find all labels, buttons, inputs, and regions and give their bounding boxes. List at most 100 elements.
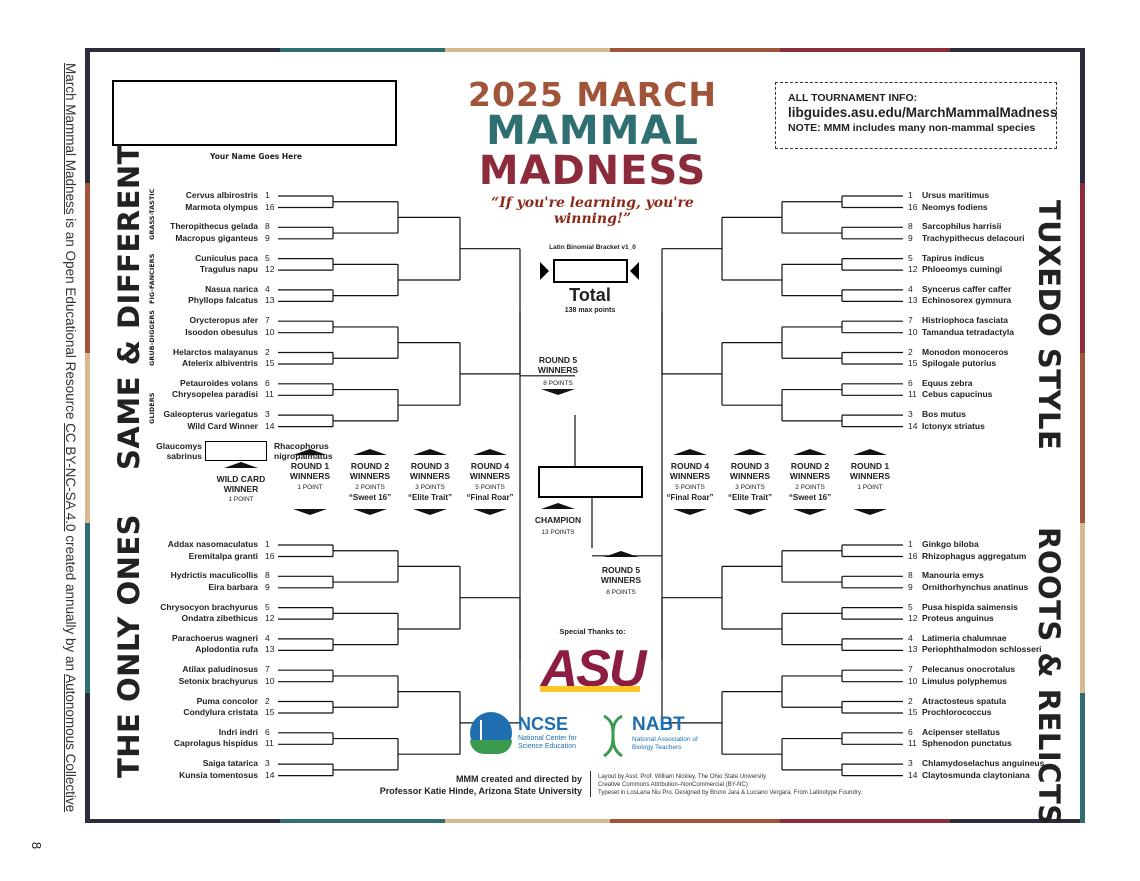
round-points: 3 POINTS	[415, 484, 445, 491]
frame-bottom-seg-6	[950, 819, 1085, 823]
team-seed: 9	[908, 232, 913, 243]
team-name: Ondatra zibethicus	[181, 613, 258, 624]
team-seed: 4	[908, 632, 913, 643]
round-label: ROUND 1 WINNERS	[849, 461, 891, 481]
team-name: Nasua narica	[205, 283, 258, 294]
nabt-sub: National Association of Biology Teachers	[632, 736, 698, 751]
team-seed: 7	[265, 315, 270, 326]
info-note: NOTE: MMM includes many non-mammal speci…	[788, 122, 1036, 134]
name-input-box[interactable]	[112, 80, 397, 146]
round5-bottom-arrow-icon	[604, 551, 638, 557]
team-name: Chrysopelea paradisi	[172, 389, 258, 400]
layout-credit-3: Typeset in LosLana Niu Pro. Designed by …	[598, 790, 863, 796]
team-seed: 16	[908, 201, 918, 212]
info-url[interactable]: libguides.asu.edu/MarchMammalMadness	[788, 105, 1058, 120]
team-seed: 14	[908, 769, 918, 780]
team-name: Pelecanus onocrotalus	[922, 664, 1016, 675]
champion-arrow-icon	[541, 503, 575, 509]
round-label: ROUND 4 WINNERS	[669, 461, 711, 481]
round-points: 3 POINTS	[735, 484, 765, 491]
team-seed: 11	[265, 389, 274, 400]
logo-line-3: MADNESS	[478, 148, 707, 194]
team-name: Phyllops falcatus	[188, 295, 258, 306]
logo-line-1: 2025 MARCH	[468, 75, 717, 114]
team-seed: 13	[908, 644, 918, 655]
round-points: 2 POINTS	[355, 484, 385, 491]
logo-line-2: MAMMAL	[486, 108, 699, 154]
round-arrow-up-icon	[293, 449, 327, 455]
team-name: Pusa hispida saimensis	[922, 601, 1018, 612]
round-points: 1 POINT	[857, 484, 883, 491]
team-name: Eira barbara	[208, 581, 258, 592]
team-seed: 5	[265, 601, 270, 612]
round5-top-points: 8 POINTS	[543, 380, 573, 387]
team-seed: 10	[265, 326, 275, 337]
team-name: Tamandua tetradactyla	[922, 326, 1014, 337]
team-name: Cebus capucinus	[922, 389, 993, 400]
team-seed: 4	[908, 283, 913, 294]
round-arrow-up-icon	[413, 449, 447, 455]
ncse-globe-icon	[470, 712, 512, 754]
team-seed: 11	[265, 738, 274, 749]
team-name: Manouria emys	[922, 570, 984, 581]
ncse-sub: National Center for Science Education	[518, 735, 577, 750]
team-name: Equus zebra	[922, 377, 973, 388]
team-seed: 14	[908, 420, 918, 431]
team-name: Macropus giganteus	[175, 232, 258, 243]
team-seed: 7	[908, 664, 913, 675]
round-nickname: “Elite Trait”	[727, 493, 772, 502]
team-name: Rhizophagus aggregatum	[922, 550, 1027, 561]
wildcard-input-box[interactable]	[205, 441, 267, 461]
nabt-dna-icon	[600, 714, 626, 758]
team-seed: 5	[908, 252, 913, 263]
asu-logo-underline	[540, 686, 640, 692]
champion-input-box[interactable]	[538, 466, 643, 498]
team-name: Chlamydoselachus anguineus	[922, 758, 1045, 769]
layout-credit: Layout by Asst. Prof. William Nickley, T…	[598, 773, 862, 797]
team-name: Condylura cristata	[183, 707, 258, 717]
team-name: Monodon monoceros	[922, 346, 1009, 357]
team-seed: 8	[908, 570, 913, 581]
team-seed: 2	[908, 346, 913, 357]
team-seed: 16	[908, 550, 918, 561]
team-name: Setonix brachyurus	[178, 675, 258, 686]
team-seed: 3	[908, 409, 913, 420]
team-seed: 7	[908, 315, 913, 326]
team-name: Orycteropus afer	[189, 315, 259, 326]
info-heading: ALL TOURNAMENT INFO:	[788, 92, 918, 104]
credit-line-2: Professor Katie Hinde, Arizona State Uni…	[379, 786, 582, 796]
team-name: Spilogale putorius	[922, 358, 997, 368]
round-arrow-up-icon	[353, 449, 387, 455]
bracket-version: Latin Binomial Bracket v1_0	[549, 244, 636, 251]
round-points: 5 POINTS	[675, 484, 705, 491]
team-name: Ursus maritimus	[922, 190, 990, 200]
team-seed: 1	[908, 190, 913, 200]
round-points: 1 POINT	[297, 484, 323, 491]
team-name: Helarctos malayanus	[172, 346, 258, 357]
team-seed: 8	[908, 221, 913, 232]
team-seed: 3	[908, 758, 913, 769]
team-name: Neomys fodiens	[922, 201, 988, 212]
team-name: Bos mutus	[922, 409, 966, 420]
round-label: ROUND 2 WINNERS	[789, 461, 831, 481]
team-name: Trachypithecus delacouri	[922, 232, 1025, 243]
team-seed: 8	[265, 570, 270, 581]
team-seed: 9	[265, 232, 270, 243]
round-arrow-down-icon	[733, 509, 767, 515]
team-name: Ginkgo biloba	[922, 539, 979, 549]
team-seed: 3	[265, 758, 270, 769]
team-seed: 6	[908, 377, 913, 388]
round5-top-arrow-icon	[541, 389, 575, 395]
total-input-box[interactable]	[553, 259, 628, 283]
wildcard-label: WILD CARD WINNER	[216, 474, 266, 494]
round-nickname: “Final Roar”	[666, 493, 714, 502]
team-name: Histriophoca fasciata	[922, 315, 1008, 326]
team-name: Atelerix albiventris	[181, 358, 258, 368]
round-arrow-down-icon	[293, 509, 327, 515]
team-seed: 12	[908, 264, 918, 275]
frame-right-seg-3	[1080, 353, 1085, 523]
team-name: Proteus anguinus	[922, 613, 994, 624]
credit-divider	[590, 771, 591, 797]
team-name: Cuniculus paca	[195, 252, 258, 263]
